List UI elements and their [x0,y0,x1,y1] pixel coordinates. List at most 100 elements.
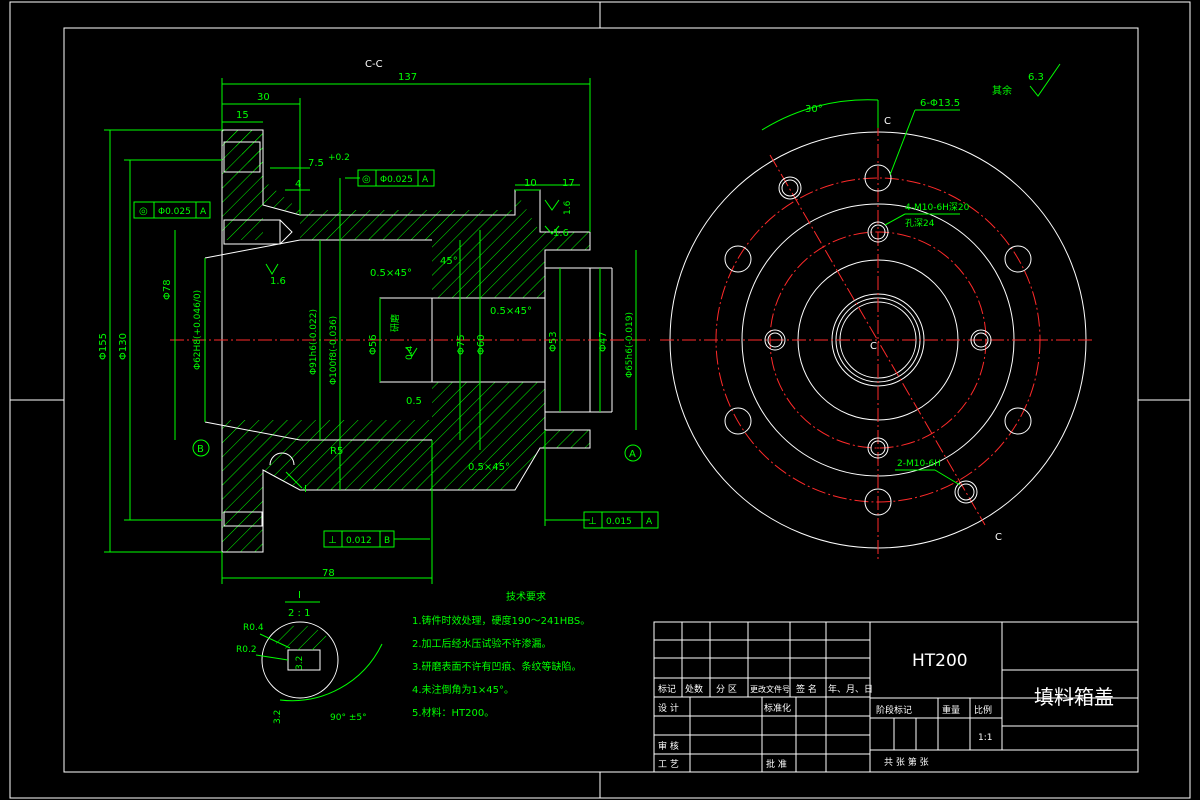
detail-v32b: 3.2 [273,710,283,724]
title-mark: 标记 [658,683,676,695]
title-stage: 阶段标记 [876,704,912,716]
dim-30: 30 [257,92,270,103]
dimension-lines [104,78,637,584]
roughness-1-6-a: 1.6 [270,276,286,287]
detail-title: I [298,590,301,601]
gdt-3-symbol: ⊥ [328,535,337,546]
detail-angle: 90° ±5° [330,713,367,723]
tech-req-item-5: 5.材料：HT200。 [412,706,494,719]
gdt-4-value: 0.015 [606,517,632,527]
title-material: HT200 [912,651,968,671]
grind-label: 研磨 [390,314,401,332]
dim-phi62: Φ62H8(+0.046/0) [193,290,203,370]
section-view: C-C 137 30 15 7.5 +0.2 4 10 17 78 Φ155 Φ… [98,59,659,584]
dim-phi56: Φ56 [368,334,379,355]
dim-phi65: Φ65h6(-0.019) [625,312,635,378]
gdt-frame-3: ⊥ 0.012 B [323,530,430,548]
gdt-4-symbol: ⊥ [588,516,597,527]
side-view: 30° 6-Φ13.5 4-M10-6H深20 孔深24 2-M10-6H C … [660,98,1095,560]
dim-phi78: Φ78 [162,279,173,300]
roughness-1-6-b: 1.6 [553,228,569,239]
technical-requirements: 技术要求 1.铸件时效处理，硬度190～241HBS。 2.加工后经水压试验不许… [412,590,590,719]
tech-req-item-4: 4.未注倒角为1×45°。 [412,683,514,696]
detail-view: I 2 : 1 R0.4 R0.2 3.2 3.2 90° ±5° [236,590,383,724]
dim-r5: R5 [330,446,343,457]
dim-phi91: Φ91h6(-0.022) [309,309,319,375]
datum-b-marker: B [197,444,204,455]
title-standard: 标准化 [764,702,791,714]
dim-phi53: Φ53 [548,331,559,352]
title-date: 年、月、日 [828,683,873,695]
title-count: 处数 [685,683,703,695]
dim-angle-45: 45° [440,256,458,267]
center-c: C [870,341,877,352]
dim-phi100: Φ100f8(-0.036) [329,316,339,385]
title-signature: 签 名 [796,683,817,695]
roughness-other-value: 6.3 [1028,72,1044,83]
holes-6-label: 6-Φ13.5 [920,98,960,109]
title-process: 工 艺 [658,759,679,770]
dim-chamfer-2: 0.5×45° [490,306,532,317]
dim-10: 10 [524,178,537,189]
dim-4: 4 [295,179,301,190]
dim-phi130: Φ130 [118,333,129,360]
tech-req-item-3: 3.研磨表面不许有凹痕、条纹等缺陷。 [412,660,582,673]
dim-chamfer-small: 0.5 [406,396,422,407]
gdt-1-value: Φ0.025 [158,207,191,217]
section-c-top: C [884,116,891,127]
title-review: 审 核 [658,740,679,752]
gdt-3-value: 0.012 [346,536,372,546]
dim-137: 137 [398,72,417,83]
title-change-doc: 更改文件号 [750,684,790,694]
gdt-1-symbol: ◎ [139,206,148,217]
title-sheets: 共 张 第 张 [884,756,929,768]
dim-chamfer-1: 0.5×45° [370,268,412,279]
dim-phi75: Φ75 [456,334,467,355]
datum-a-marker: A [629,449,636,460]
detail-v32: 3.2 [295,656,305,670]
gdt-4-datum: A [646,517,653,527]
tapped-4-label: 4-M10-6H深20 [905,202,970,213]
gdt-3-datum: B [384,536,390,546]
section-hatching [222,130,590,552]
detail-r04: R0.4 [243,623,264,633]
gdt-frame-1: ◎ Φ0.025 A [133,201,211,219]
gdt-2-value: Φ0.025 [380,175,413,185]
detail-mark-i: I [304,484,307,495]
tech-req-item-2: 2.加工后经水压试验不许渗漏。 [412,637,552,650]
detail-scale: 2 : 1 [288,608,310,619]
dim-7-5: 7.5 [308,158,324,169]
dim-phi60: Φ60 [476,334,487,355]
dim-15: 15 [236,110,249,121]
dim-chamfer-3: 0.5×45° [468,462,510,473]
section-c-bottom: C [995,532,1002,543]
tapped-holes [764,176,992,504]
section-label: C-C [365,59,383,70]
roughness-other: 其余 6.3 [992,63,1061,97]
roughness-1-6-c: 1.6 [563,200,573,215]
dim-phi47: Φ47 [598,331,609,352]
tech-req-item-1: 1.铸件时效处理，硬度190～241HBS。 [412,614,590,627]
dim-7-5-tol: +0.2 [328,153,350,163]
bolt-holes-6 [724,164,1032,516]
title-block: HT200 填料箱盖 标记 处数 分 区 更改文件号 签 名 年、月、日 设 计… [653,621,1139,773]
detail-r02: R0.2 [236,645,257,655]
tapped-2-label: 2-M10-6H [897,459,941,469]
gdt-2-symbol: ◎ [362,174,371,185]
angle-30: 30° [805,104,823,115]
gdt-2-datum: A [422,175,429,185]
title-design: 设 计 [658,702,679,714]
tech-req-title: 技术要求 [506,590,546,603]
title-zone: 分 区 [716,684,737,695]
tapped-4-depth: 孔深24 [905,218,935,229]
dim-phi155: Φ155 [98,333,109,360]
title-weight: 重量 [942,704,960,716]
sheet-border [9,1,1191,799]
title-part-name: 填料箱盖 [1034,685,1114,709]
dim-17: 17 [562,178,575,189]
title-scale-label: 比例 [974,704,992,716]
title-scale-value: 1:1 [978,733,992,743]
title-approve: 批 准 [766,758,787,770]
gdt-frame-2: ◎ Φ0.025 A [357,169,435,187]
